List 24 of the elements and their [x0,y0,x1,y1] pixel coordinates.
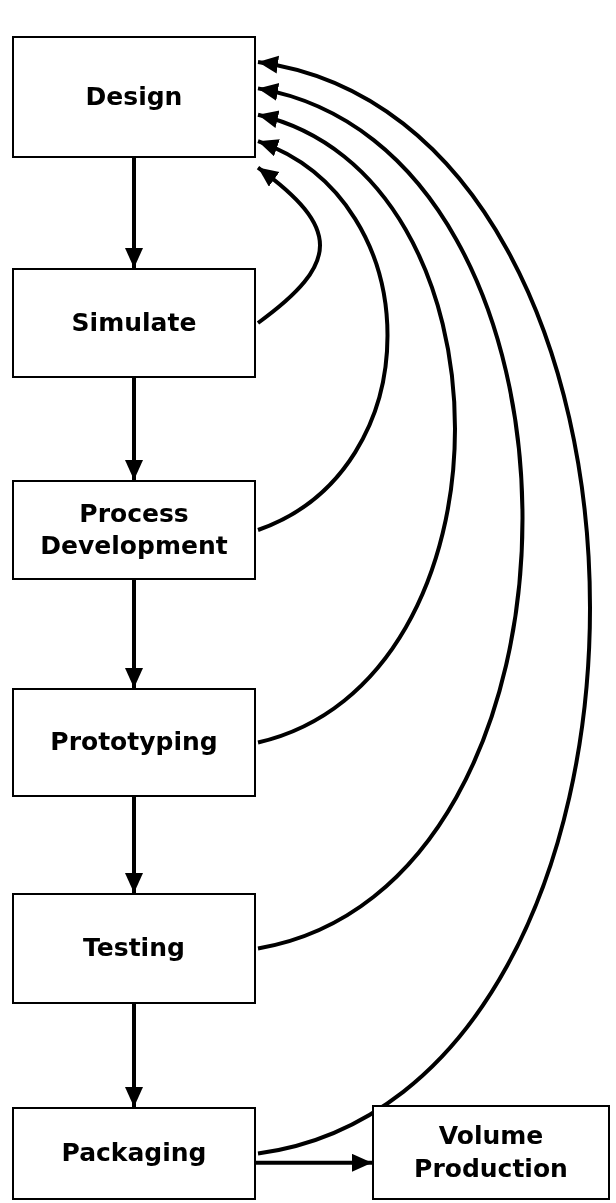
process-box [12,893,256,1004]
arrow [256,1153,372,1172]
arrow [125,580,143,688]
box-label: Prototyping [49,726,219,759]
process-box [12,1107,256,1200]
arrow [257,112,457,745]
process-box [12,268,256,378]
box-label: Testing [82,932,186,965]
process-box [12,36,256,158]
arrow [125,1004,143,1107]
arrow [125,378,143,480]
arrow [257,86,525,951]
arrow [256,166,322,325]
arrow [125,158,143,268]
arrow [257,139,390,532]
process-box [372,1105,610,1200]
process-box [12,480,256,580]
process-box [12,688,256,797]
box-label: Volume Production [413,1120,569,1185]
box-label: Simulate [70,306,198,339]
box-label: Design [84,80,184,113]
arrow [125,797,143,893]
box-label: Packaging [60,1137,208,1170]
box-label: Process Development [39,497,229,562]
